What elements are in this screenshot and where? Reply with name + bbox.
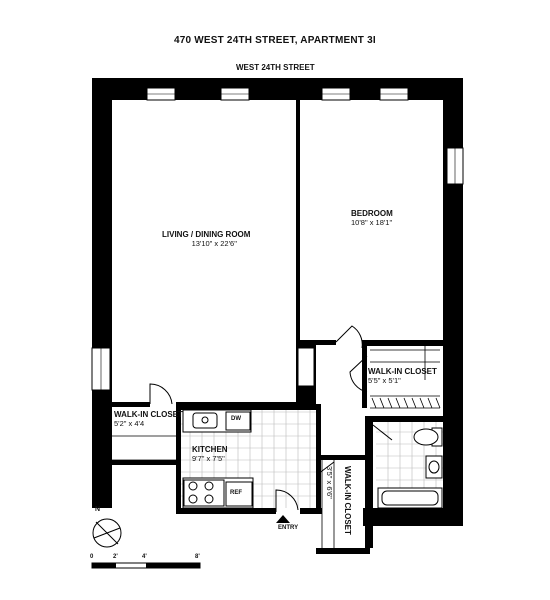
living-room-dims: 13'10" x 22'6" (191, 239, 237, 248)
kitchen-dims: 9'7" x 7'5" (192, 454, 225, 463)
bedroom-dims: 10'8" x 18'1" (351, 218, 393, 227)
walkin-closet-bedroom-name: WALK-IN CLOSET (368, 367, 437, 376)
walkin-closet-bedroom-dims: 5'5" x 5'1" (368, 376, 401, 385)
street-label: WEST 24TH STREET (236, 63, 315, 72)
bedroom-label: BEDROOM 10'8" x 18'1" (351, 209, 393, 227)
walkin-closet-entry-name: WALK-IN CLOSET (343, 466, 352, 535)
plan-title: 470 WEST 24TH STREET, APARTMENT 3I (174, 35, 376, 46)
walkin-closet-left-name: WALK-IN CLOSET (114, 410, 183, 419)
walkin-closet-bedroom-label: WALK-IN CLOSET 5'5" x 5'1" (368, 367, 437, 385)
door-swings (149, 325, 393, 512)
kitchen-name: KITCHEN (192, 445, 228, 454)
bathroom-fixtures (377, 427, 443, 509)
living-room-name: LIVING / DINING ROOM (162, 230, 251, 239)
kitchen-fixtures (182, 409, 254, 509)
entry-label: ENTRY (278, 525, 299, 531)
living-room-label: LIVING / DINING ROOM 13'10" x 22'6" (162, 230, 250, 248)
walkin-closet-left-label: WALK-IN CLOSET 5'2" x 4'4 (114, 410, 183, 428)
walkin-closet-entry-dims: 3'5" x 6'6" (325, 466, 334, 499)
compass-north-label: N (95, 506, 101, 513)
compass-icon (92, 518, 122, 548)
scale-tick-2: 2' (113, 554, 118, 560)
dishwasher-label: DW (231, 416, 241, 422)
entry-arrow-icon (276, 515, 290, 523)
closet-shelves (112, 346, 441, 548)
scale-tick-0: 0 (90, 554, 94, 560)
scale-bar (91, 562, 201, 569)
scale-tick-4: 4' (142, 554, 147, 560)
exterior-walls (92, 78, 463, 526)
bedroom-name: BEDROOM (351, 209, 393, 218)
refrigerator-label: REF (230, 490, 242, 496)
kitchen-label: KITCHEN 9'7" x 7'5" (192, 445, 228, 463)
walkin-closet-left-dims: 5'2" x 4'4 (114, 419, 145, 428)
scale-tick-8: 8' (195, 554, 200, 560)
walkin-closet-entry-label: WALK-IN CLOSET (343, 466, 352, 535)
